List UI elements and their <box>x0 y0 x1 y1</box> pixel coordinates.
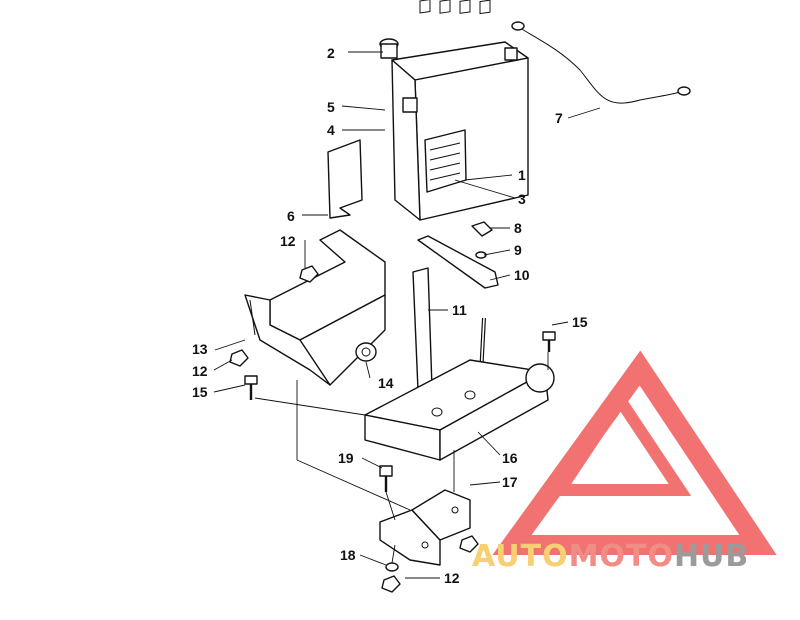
nut <box>299 265 319 283</box>
washer <box>385 562 399 572</box>
callout-7: 7 <box>555 110 563 126</box>
battery-bracket <box>244 229 386 386</box>
logo-text-hub: HUB <box>674 539 749 574</box>
callout-17: 17 <box>502 474 518 490</box>
automotohub-logo: AUTOMOTOHUB <box>472 350 777 574</box>
callout-6: 6 <box>287 208 295 224</box>
callout-15-right: 15 <box>572 314 588 330</box>
callout-13: 13 <box>192 341 208 357</box>
callout-18: 18 <box>340 547 356 563</box>
wing-nut <box>471 221 493 237</box>
logo-inner-triangle <box>548 389 692 496</box>
callout-1: 1 <box>518 167 526 183</box>
logo-text-auto: AUTO <box>472 539 569 574</box>
nut <box>459 535 479 553</box>
vent-cap <box>379 38 399 59</box>
callout-14: 14 <box>378 375 394 391</box>
leader-lines <box>213 51 601 579</box>
callout-4: 4 <box>327 122 335 138</box>
hold-down-plate <box>417 235 499 289</box>
callout-3: 3 <box>518 191 526 207</box>
bolt-head <box>244 375 258 385</box>
callout-9: 9 <box>514 242 522 258</box>
callout-2: 2 <box>327 45 335 61</box>
nut <box>229 349 249 367</box>
callout-12-bottom: 12 <box>444 570 460 586</box>
callout-12-top: 12 <box>280 233 296 249</box>
callout-16: 16 <box>502 450 518 466</box>
callout-5: 5 <box>327 99 335 115</box>
nut <box>381 575 401 593</box>
callout-11: 11 <box>452 302 467 318</box>
logo-triangle <box>492 350 777 555</box>
assembly-lines <box>254 352 549 564</box>
callout-19: 19 <box>338 450 354 466</box>
callout-8: 8 <box>514 220 522 236</box>
grommet <box>355 342 377 362</box>
callout-15-left: 15 <box>192 384 208 400</box>
callout-12-left: 12 <box>192 363 208 379</box>
hold-down-strap <box>412 267 433 391</box>
battery-tray <box>364 359 555 461</box>
callout-10: 10 <box>514 267 530 283</box>
lower-bracket <box>379 489 471 566</box>
battery-cable <box>511 21 691 104</box>
callout-labels: 1 2 3 4 5 6 7 8 9 10 11 12 12 12 13 14 1… <box>192 45 588 586</box>
logo-text-moto: MOTO <box>569 539 674 574</box>
svg-text:AUTOMOTOHUB: AUTOMOTOHUB <box>472 539 749 574</box>
side-cover <box>327 139 363 219</box>
battery <box>391 0 529 221</box>
bolt-head <box>542 331 556 341</box>
